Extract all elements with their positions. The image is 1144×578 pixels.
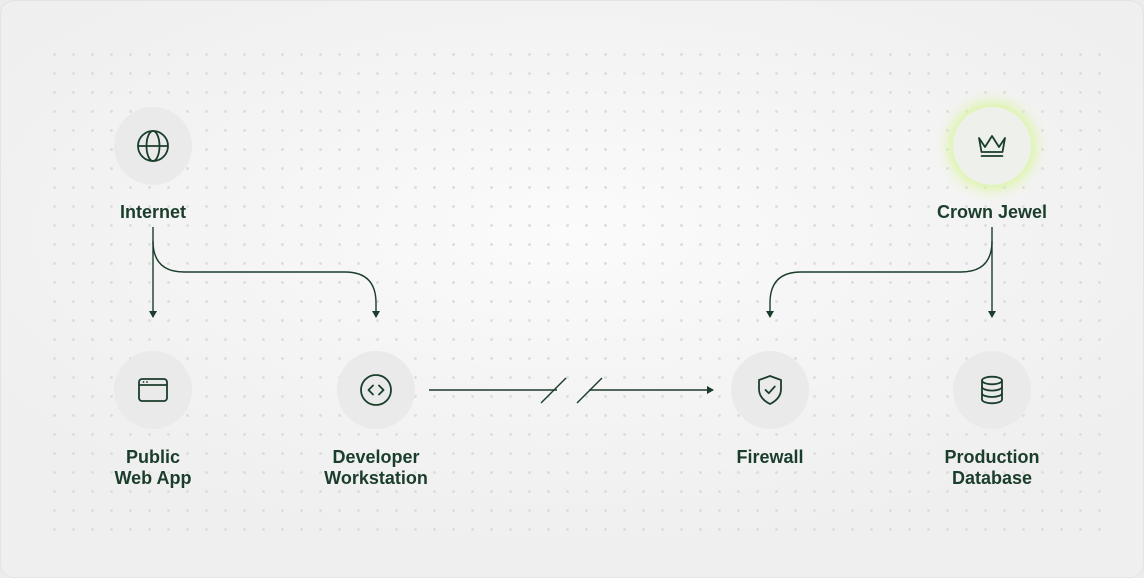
firewall-label: Firewall bbox=[736, 447, 804, 467]
crown-jewel-label: Crown Jewel bbox=[936, 202, 1048, 222]
code-icon bbox=[360, 374, 392, 406]
public-web-app-label: Public Web App bbox=[114, 447, 192, 488]
crown-jewel-node[interactable] bbox=[953, 107, 1031, 185]
edge-internet-developer-workstation bbox=[152, 240, 380, 318]
globe-icon bbox=[137, 130, 169, 162]
dot-grid-background bbox=[41, 41, 1105, 541]
crown-icon bbox=[978, 135, 1006, 157]
production-database-node[interactable] bbox=[953, 351, 1031, 429]
browser-window-icon bbox=[138, 378, 168, 402]
firewall-node[interactable] bbox=[731, 351, 809, 429]
developer-workstation-node[interactable] bbox=[337, 351, 415, 429]
developer-workstation-label: Developer Workstation bbox=[324, 447, 428, 488]
database-icon bbox=[981, 375, 1003, 405]
shield-check-icon bbox=[758, 375, 782, 405]
public-web-app-node[interactable] bbox=[114, 351, 192, 429]
internet-label: Internet bbox=[119, 202, 186, 222]
internet-node[interactable] bbox=[114, 107, 192, 185]
edge-crown-jewel-firewall bbox=[766, 240, 993, 318]
production-database-label: Production Database bbox=[944, 447, 1040, 488]
edge-break-mark-left bbox=[540, 377, 567, 404]
